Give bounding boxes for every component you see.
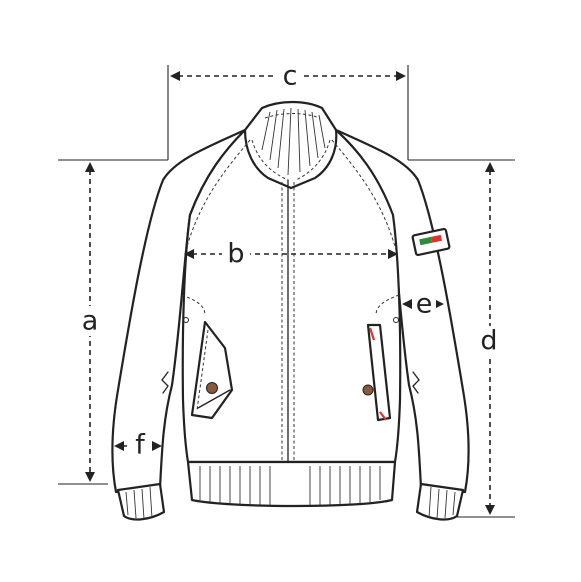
dimension-a: a — [76, 162, 104, 482]
dimension-d: d — [476, 162, 504, 515]
left-cuff — [116, 482, 166, 521]
dimension-f: f — [114, 430, 162, 461]
collar-ribbing — [261, 107, 326, 176]
label-d: d — [480, 326, 497, 357]
left-pocket — [190, 320, 234, 420]
waistband-ribbing — [199, 466, 381, 505]
label-e: e — [416, 289, 433, 320]
dimension-c: c — [170, 61, 406, 92]
label-a: a — [82, 306, 99, 337]
waistband — [186, 460, 397, 508]
dimension-e: e — [402, 289, 444, 320]
label-b: b — [227, 239, 244, 270]
right-pocket — [362, 323, 392, 422]
dimension-b: b — [184, 239, 398, 270]
jacket-illustration — [111, 100, 470, 521]
guide-lines — [58, 65, 515, 518]
label-f: f — [135, 430, 146, 461]
label-c: c — [283, 61, 298, 92]
left-pocket-button — [206, 382, 218, 394]
right-cuff — [415, 482, 465, 521]
sleeve-badge — [411, 227, 451, 257]
right-pocket-button — [362, 384, 374, 396]
